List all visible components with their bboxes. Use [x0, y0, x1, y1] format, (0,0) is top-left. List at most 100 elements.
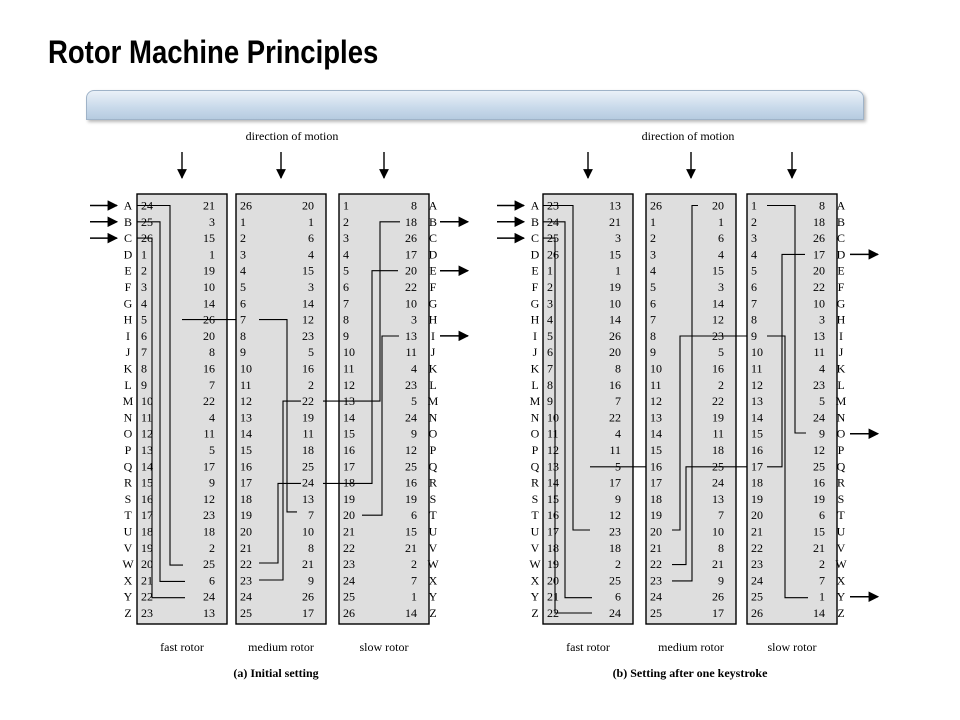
rotor-contact-right: 10 [302, 525, 314, 539]
rotor-contact-right: 19 [302, 410, 314, 424]
rotor-contact-right: 2 [718, 378, 724, 392]
rotor-contact-right: 19 [405, 492, 417, 506]
letter-right: D [837, 247, 846, 261]
rotor-contact-right: 25 [203, 557, 215, 571]
rotor-contact-right: 11 [405, 345, 417, 359]
rotor-contact-left: 2 [650, 231, 656, 245]
rotor-contact-right: 24 [712, 476, 724, 490]
rotor-contact-right: 22 [813, 280, 825, 294]
rotor-contact-right: 16 [203, 362, 215, 376]
rotor-contact-left: 14 [751, 410, 763, 424]
letter-right: U [429, 525, 438, 539]
rotor-contact-right: 4 [411, 362, 417, 376]
rotor-contact-right: 10 [712, 525, 724, 539]
rotor-contact-right: 5 [718, 345, 724, 359]
rotor-contact-left: 6 [751, 280, 757, 294]
letter-right: S [838, 492, 845, 506]
rotor-contact-left: 6 [240, 296, 246, 310]
rotor-contact-left: 24 [343, 573, 355, 587]
rotor-contact-left: 9 [751, 329, 757, 343]
rotor-contact-left: 19 [650, 508, 662, 522]
letter-left: X [531, 573, 540, 587]
rotor-contact-left: 22 [650, 557, 662, 571]
letter-left: C [531, 231, 539, 245]
rotor-contact-right: 14 [813, 606, 825, 620]
rotor-contact-left: 19 [240, 508, 252, 522]
rotor-contact-right: 15 [302, 264, 314, 278]
rotor-contact-left: 18 [751, 476, 763, 490]
letter-left: M [123, 394, 134, 408]
rotor-contact-left: 4 [547, 313, 553, 327]
rotor-contact-left: 3 [650, 247, 656, 261]
letter-left: L [531, 378, 538, 392]
rotor-contact-right: 19 [203, 264, 215, 278]
letter-right: W [835, 557, 847, 571]
rotor-wire [543, 221, 592, 599]
rotor-contact-right: 25 [813, 459, 825, 473]
rotor-contact-right: 23 [609, 525, 621, 539]
rotor-contact-right: 26 [712, 590, 724, 604]
rotor-wire [362, 335, 399, 516]
rotor-contact-right: 12 [712, 313, 724, 327]
letter-left: Q [124, 459, 133, 473]
rotor-name: slow rotor [768, 640, 817, 654]
rotor-contact-left: 12 [751, 378, 763, 392]
rotor-contact-left: 4 [240, 264, 246, 278]
letter-right: D [429, 247, 438, 261]
rotor-contact-right: 12 [609, 508, 621, 522]
letter-right: U [837, 525, 846, 539]
letter-right: C [837, 231, 845, 245]
rotor-name: fast rotor [160, 640, 204, 654]
letter-left: J [126, 345, 131, 359]
letter-right: L [837, 378, 844, 392]
rotor-wire [137, 204, 183, 566]
rotor-contact-right: 14 [609, 313, 621, 327]
letter-right: P [430, 443, 437, 457]
rotor-contact-left: 6 [141, 329, 147, 343]
rotor-contact-left: 25 [240, 606, 252, 620]
rotor-contact-right: 13 [405, 329, 417, 343]
rotor-contact-left: 4 [751, 247, 757, 261]
rotor-contact-left: 13 [141, 443, 153, 457]
rotor-contact-right: 3 [718, 280, 724, 294]
rotor-contact-left: 2 [343, 215, 349, 229]
rotor-contact-right: 19 [609, 280, 621, 294]
rotor-contact-left: 1 [547, 264, 553, 278]
rotor-contact-right: 5 [819, 394, 825, 408]
letter-left: Z [531, 606, 538, 620]
rotor-contact-right: 1 [718, 215, 724, 229]
rotor-contact-left: 25 [650, 606, 662, 620]
rotor-contact-left: 9 [343, 329, 349, 343]
rotor-contact-right: 18 [203, 525, 215, 539]
rotor-contact-right: 20 [712, 199, 724, 213]
letter-right: C [429, 231, 437, 245]
rotor-contact-right: 16 [302, 362, 314, 376]
rotor-contact-right: 17 [609, 476, 621, 490]
rotor-contact-left: 12 [343, 378, 355, 392]
rotor-contact-left: 21 [343, 525, 355, 539]
rotor-wire [259, 319, 297, 513]
rotor-wire [543, 237, 592, 614]
rotor-contact-right: 12 [203, 492, 215, 506]
rotor-contact-left: 14 [650, 427, 662, 441]
rotor-contact-right: 22 [203, 394, 215, 408]
rotor-contact-left: 2 [141, 264, 147, 278]
rotor-contact-right: 1 [819, 590, 825, 604]
rotor-contact-right: 17 [302, 606, 314, 620]
rotor-contact-right: 14 [405, 606, 417, 620]
rotor-contact-left: 16 [650, 459, 662, 473]
rotor-contact-right: 20 [609, 345, 621, 359]
rotor-contact-left: 7 [141, 345, 147, 359]
rotor-contact-right: 8 [209, 345, 215, 359]
letter-left: O [531, 427, 540, 441]
rotor-contact-left: 14 [141, 459, 153, 473]
rotor-contact-left: 4 [650, 264, 656, 278]
rotor-contact-right: 6 [718, 231, 724, 245]
letter-right: I [431, 329, 435, 343]
rotor-contact-left: 4 [343, 247, 349, 261]
letter-left: I [533, 329, 537, 343]
rotor-contact-right: 7 [209, 378, 215, 392]
rotor-contact-left: 19 [547, 557, 559, 571]
direction-of-motion-label: direction of motion [642, 129, 735, 143]
rotor-contact-right: 23 [302, 329, 314, 343]
